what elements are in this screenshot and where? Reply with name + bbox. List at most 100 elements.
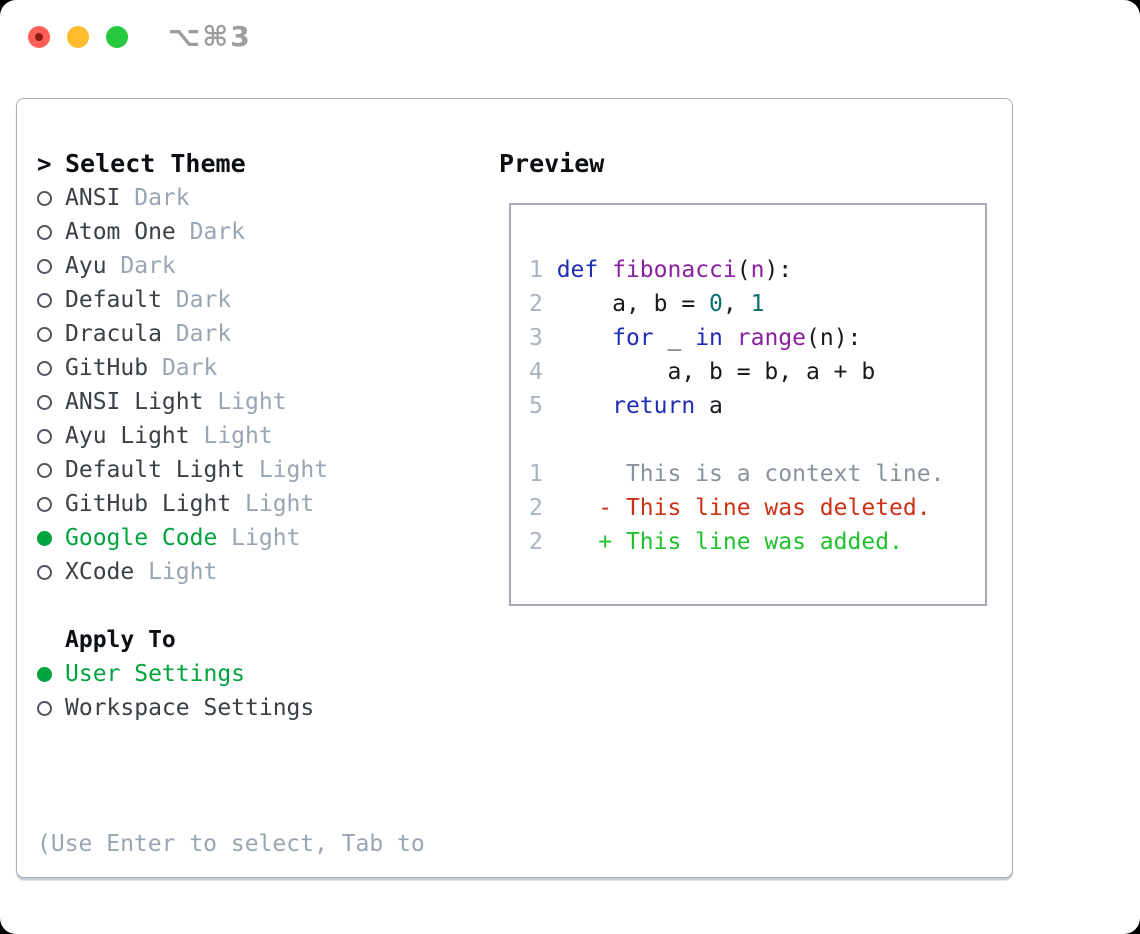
theme-variant-tag: Light (148, 559, 218, 585)
line-number: 2 (529, 529, 543, 555)
code-token (557, 325, 612, 351)
help-text: (Use Enter to select, Tab to change focu… (37, 759, 425, 934)
apply-option-label: User Settings (65, 661, 246, 687)
code-token: _ (653, 325, 696, 351)
theme-option-ansi-dark[interactable]: ANSI Dark (37, 181, 425, 215)
code-token: ): (764, 257, 793, 283)
theme-name: GitHub (65, 355, 149, 381)
page-title: Select Theme (65, 149, 246, 178)
code-token: 1 (750, 291, 765, 317)
diff-added-line: 2 + This line was added. (529, 525, 985, 559)
radio-icon (37, 564, 52, 580)
theme-option-ansi-light[interactable]: ANSI Light Light (37, 385, 425, 419)
diff-text: This is a context line. (556, 461, 945, 487)
code-token: a, b = b, a + b (556, 359, 876, 385)
theme-variant-tag: Light (258, 457, 329, 483)
apply-to-header: Apply To (37, 623, 425, 657)
help-line: change focus) (37, 929, 425, 934)
theme-name: Default (65, 287, 162, 313)
code-token: range (736, 325, 806, 351)
theme-option-ayu-light[interactable]: Ayu Light Light (37, 419, 425, 453)
code-token: 0 (709, 291, 723, 317)
radio-icon (37, 462, 52, 478)
radio-icon (37, 258, 52, 274)
code-token (598, 257, 612, 283)
theme-name: ANSI Light (65, 389, 204, 415)
zoom-button[interactable] (106, 26, 128, 48)
line-number: 3 (529, 325, 543, 351)
code-token: def (556, 257, 599, 283)
title-bar: ⌥⌘3 (0, 0, 1140, 75)
code-token: return (612, 393, 696, 419)
diff-text: - This line was deleted. (598, 495, 931, 521)
code-line: 5 return a (529, 389, 985, 423)
theme-variant-tag: Dark (175, 287, 232, 313)
code-token: (n): (806, 325, 862, 351)
radio-selected-icon (37, 530, 52, 546)
theme-variant-tag: Light (217, 389, 287, 415)
radio-icon (37, 496, 52, 512)
radio-icon (37, 224, 52, 240)
radio-icon (37, 326, 52, 342)
theme-option-xcode-light[interactable]: XCode Light (37, 555, 425, 589)
diff-deleted-line: 2 - This line was deleted. (529, 491, 985, 525)
theme-option-google-code-light[interactable]: Google Code Light (37, 521, 425, 555)
code-token (723, 325, 737, 351)
theme-option-atom-one-dark[interactable]: Atom One Dark (37, 215, 425, 249)
radio-selected-icon (37, 666, 52, 682)
theme-list: > Select Theme ANSI Dark Atom One Dark A… (37, 147, 425, 934)
code-line: 3 for _ in range(n): (529, 321, 985, 355)
preview-title: Preview (499, 149, 605, 178)
theme-name: Ayu Light (65, 423, 190, 449)
code-token: ( (736, 257, 751, 283)
line-number: 4 (529, 359, 543, 385)
apply-option-workspace-settings[interactable]: Workspace Settings (37, 691, 425, 725)
theme-variant-tag: Dark (120, 253, 176, 279)
line-number: 5 (529, 393, 543, 419)
theme-name: Ayu (65, 253, 107, 279)
theme-option-default-dark[interactable]: Default Dark (37, 283, 425, 317)
theme-option-ayu-dark[interactable]: Ayu Dark (37, 249, 425, 283)
theme-variant-tag: Dark (175, 321, 232, 347)
theme-variant-tag: Dark (134, 185, 190, 211)
code-token: for (612, 325, 654, 351)
theme-name: Dracula (65, 321, 162, 347)
theme-variant-tag: Dark (161, 355, 218, 381)
close-button[interactable] (28, 26, 50, 48)
theme-variant-tag: Light (245, 491, 315, 517)
theme-option-github-light[interactable]: GitHub Light Light (37, 487, 425, 521)
window-shortcut-label: ⌥⌘3 (168, 20, 252, 53)
theme-option-dracula-dark[interactable]: Dracula Dark (37, 317, 425, 351)
help-line: (Use Enter to select, Tab to (37, 831, 425, 857)
select-theme-header: > Select Theme (37, 147, 425, 181)
code-line: 4 a, b = b, a + b (529, 355, 985, 389)
code-token: a, b = (556, 291, 710, 317)
line-number: 1 (529, 461, 543, 487)
theme-option-default-light[interactable]: Default Light Light (37, 453, 425, 487)
theme-name: XCode (65, 559, 135, 585)
radio-icon (37, 394, 52, 410)
theme-variant-tag: Light (203, 423, 273, 449)
apply-option-user-settings[interactable]: User Settings (37, 657, 425, 691)
minimize-button[interactable] (67, 26, 89, 48)
code-token: in (695, 325, 723, 351)
theme-variant-tag: Light (231, 525, 301, 551)
code-token: a (695, 393, 723, 419)
line-number: 2 (529, 495, 543, 521)
code-token (557, 393, 612, 419)
theme-name: ANSI (65, 185, 121, 211)
radio-icon (37, 190, 52, 206)
radio-icon (37, 360, 52, 376)
blank-line (529, 423, 985, 457)
diff-context-line: 1 This is a context line. (529, 457, 985, 491)
line-number: 1 (529, 257, 543, 283)
theme-name: Google Code (65, 525, 218, 551)
theme-option-github-dark[interactable]: GitHub Dark (37, 351, 425, 385)
apply-option-label: Workspace Settings (65, 695, 315, 721)
diff-indent (557, 529, 599, 555)
theme-name: Atom One (65, 219, 176, 245)
diff-indent (557, 495, 599, 521)
radio-icon (37, 292, 52, 308)
